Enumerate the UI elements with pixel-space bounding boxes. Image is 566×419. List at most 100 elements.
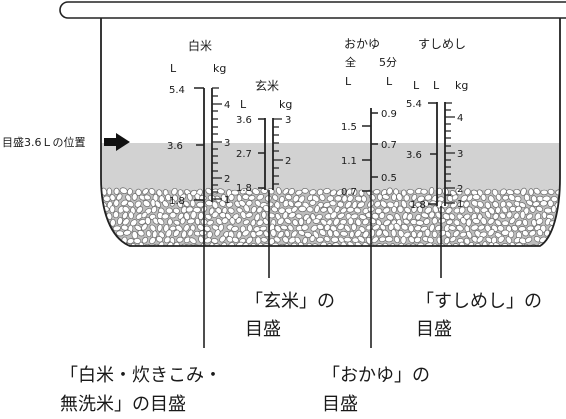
rice-grain bbox=[536, 229, 544, 237]
rice-grain bbox=[274, 201, 281, 209]
rice-grain bbox=[466, 206, 474, 214]
rice-grain bbox=[391, 206, 397, 214]
rice-grain bbox=[261, 210, 267, 219]
rice-grain bbox=[497, 225, 505, 232]
rice-grain bbox=[330, 236, 339, 243]
rice-grain bbox=[506, 201, 513, 208]
rice-grain bbox=[142, 188, 149, 195]
rice-grain bbox=[495, 193, 502, 201]
rice-grain bbox=[420, 188, 428, 195]
rice-grain bbox=[240, 211, 247, 219]
rice-grain bbox=[143, 194, 151, 201]
rice-grain bbox=[557, 242, 560, 246]
rice-grain bbox=[382, 207, 391, 214]
rice-grain bbox=[411, 194, 418, 201]
rice-grain bbox=[397, 205, 404, 213]
rice-grain bbox=[134, 224, 142, 231]
tick-label-left: 1.8 bbox=[410, 200, 426, 211]
rice-grain bbox=[214, 229, 221, 237]
rice-grain bbox=[183, 200, 190, 207]
unit-right: kg bbox=[279, 98, 292, 111]
tick-label-left: 5.4 bbox=[169, 85, 185, 96]
rice-grain bbox=[228, 194, 235, 202]
rice-grain bbox=[463, 200, 470, 208]
rice-grain bbox=[250, 243, 258, 246]
rice-grain bbox=[476, 201, 484, 208]
rice-grain bbox=[312, 218, 321, 224]
rice-grain bbox=[101, 229, 110, 236]
rice-grain bbox=[217, 188, 225, 195]
rice-grain bbox=[136, 206, 143, 214]
rice-grain bbox=[93, 188, 99, 195]
rice-grain bbox=[452, 243, 461, 246]
tick-label-right: 2 bbox=[457, 184, 463, 195]
rice-grain bbox=[131, 193, 138, 201]
rice-grain bbox=[190, 199, 196, 208]
rice-grain bbox=[306, 242, 314, 246]
rice-grain bbox=[332, 217, 340, 226]
rice-grain bbox=[374, 200, 381, 208]
rice-grain bbox=[236, 231, 242, 239]
callout-genmai: 「玄米」の 目盛 bbox=[245, 291, 335, 340]
rice-grain bbox=[309, 199, 317, 206]
sub-label: 5分 bbox=[379, 56, 397, 69]
rice-grain bbox=[252, 188, 260, 195]
rice-grain bbox=[428, 187, 435, 196]
rice-grain bbox=[123, 229, 132, 236]
rice-grain bbox=[239, 188, 248, 195]
rice-grain bbox=[550, 242, 557, 246]
rice-grain bbox=[499, 212, 507, 220]
rice-grain bbox=[219, 235, 226, 243]
rice-grain bbox=[415, 220, 424, 226]
rice-grain bbox=[347, 241, 355, 246]
tick-label-left: 3.6 bbox=[167, 141, 183, 152]
rice-grain bbox=[548, 237, 556, 244]
tick-label-right: 1 bbox=[457, 199, 463, 210]
rice-grain bbox=[443, 237, 450, 245]
rice-grain bbox=[127, 201, 135, 208]
rice-grain bbox=[137, 230, 145, 237]
rice-grain bbox=[272, 194, 279, 201]
rice-grain bbox=[429, 200, 437, 206]
rice-grain bbox=[273, 236, 281, 243]
rice-grain bbox=[346, 206, 355, 213]
rice-grain bbox=[102, 242, 110, 246]
rice-grain bbox=[322, 188, 331, 194]
rice-grain bbox=[329, 189, 337, 197]
rice-grain bbox=[120, 199, 129, 207]
rice-grain bbox=[306, 206, 314, 213]
rice-grain bbox=[241, 229, 250, 237]
rice-grain bbox=[319, 229, 327, 236]
rice-grain bbox=[245, 189, 253, 196]
rice-grain bbox=[146, 230, 152, 238]
rice-grain bbox=[122, 218, 130, 226]
rice-grain bbox=[270, 229, 277, 237]
rice-grain bbox=[374, 207, 383, 215]
rice-grain bbox=[429, 223, 435, 232]
rice-grain bbox=[128, 211, 134, 220]
callout-line: 「おかゆ」の bbox=[322, 365, 430, 386]
rice-grain bbox=[337, 223, 345, 231]
rice-grain bbox=[354, 229, 362, 238]
rice-grain bbox=[509, 217, 516, 225]
rice-grain bbox=[377, 193, 383, 201]
rice-grain bbox=[501, 220, 510, 226]
rice-grain bbox=[329, 200, 337, 207]
rice-grain bbox=[167, 218, 173, 226]
rice-grain bbox=[247, 224, 253, 233]
scale-okayu: おかゆ 全 5分 L L 1.5 1.1 0.7 0.9 0.7 0.5 bbox=[341, 37, 397, 198]
scale-title: 玄米 bbox=[255, 78, 279, 93]
scale-right-ticks bbox=[371, 112, 378, 178]
rice-grain bbox=[199, 230, 207, 236]
rice-grain bbox=[301, 188, 309, 194]
rice-grain bbox=[488, 195, 495, 203]
rice-grain bbox=[157, 218, 165, 226]
rice-grain bbox=[127, 188, 133, 196]
tick-label-left: 0.7 bbox=[341, 187, 357, 198]
callout-sushimeshi: 「すしめし」の 目盛 bbox=[416, 291, 542, 340]
rice-grain bbox=[477, 224, 485, 231]
rice-grain bbox=[375, 229, 383, 237]
rice-grain bbox=[179, 217, 186, 225]
rice-grain bbox=[487, 218, 495, 225]
rice-grain bbox=[520, 187, 527, 196]
